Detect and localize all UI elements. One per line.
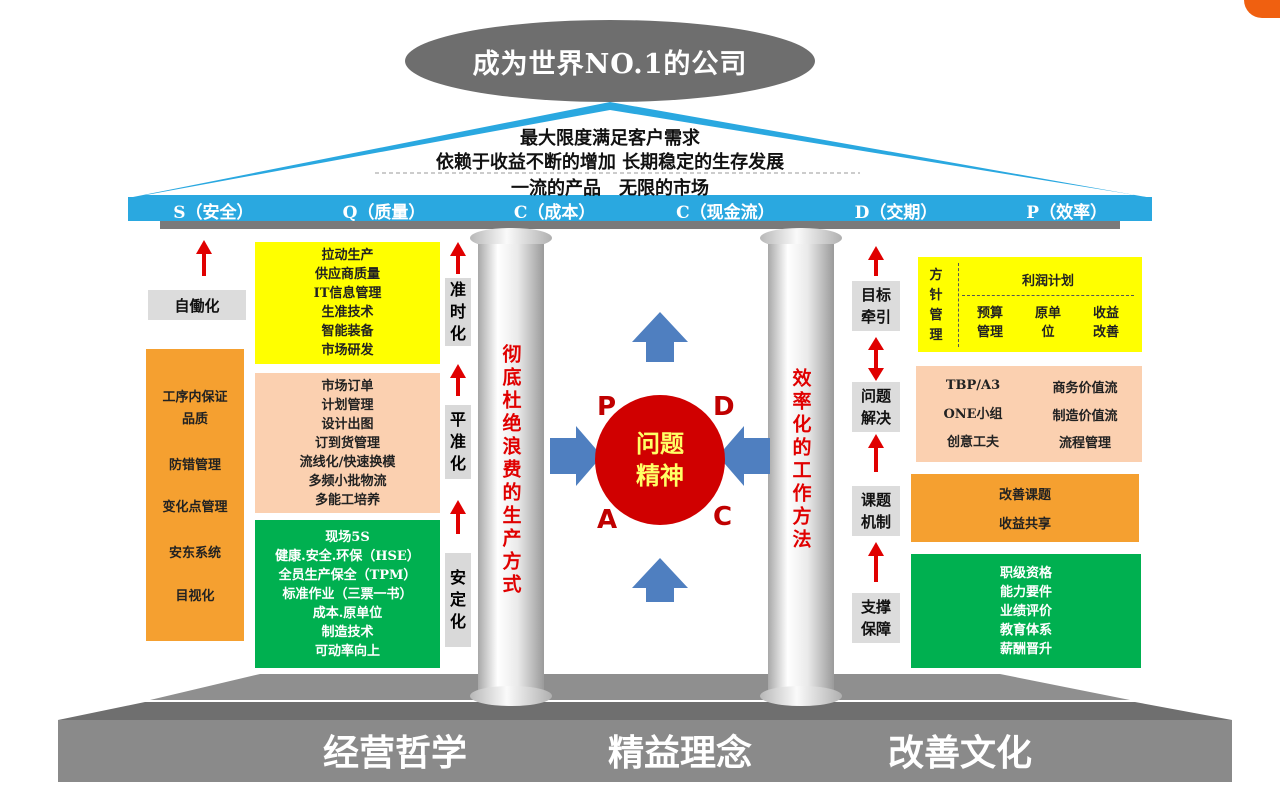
level-item-6: 多能工培养 bbox=[314, 492, 380, 508]
left-item-3: 安东系统 bbox=[168, 546, 221, 561]
level-item-5: 多频小批物流 bbox=[308, 473, 387, 489]
top-goal-text: 成为世界NO.1的公司 bbox=[472, 48, 748, 80]
level-item-2: 设计出图 bbox=[321, 416, 374, 432]
roof-line-2: 依赖于收益不断的增加 长期稳定的生存发展 bbox=[435, 152, 785, 173]
circle-line-1: 问题 bbox=[636, 429, 684, 458]
stab-item-6: 可动率向上 bbox=[314, 643, 380, 659]
pillar-label-quality: Q（质量） bbox=[342, 202, 426, 223]
pillar-bar-labels: S（安全） Q（质量） C（成本） C（现金流） D（交期） P（效率） bbox=[128, 198, 1152, 223]
label-goal-traction: 目标牵引 bbox=[852, 281, 900, 331]
right-pillar-text: 效率化的工作方法 bbox=[789, 368, 812, 552]
profit-share: 收益共享 bbox=[998, 517, 1051, 532]
roof bbox=[128, 102, 1152, 229]
pillar-label-delivery: D（交期） bbox=[854, 202, 938, 223]
level-item-4: 流线化/快速换模 bbox=[299, 454, 396, 470]
level-item-1: 计划管理 bbox=[321, 397, 374, 413]
foundation-philosophy: 经营哲学 bbox=[322, 732, 467, 774]
support-item-3: 教育体系 bbox=[999, 622, 1052, 638]
arrow-left-right bbox=[718, 426, 770, 486]
jit-item-5: 市场研发 bbox=[321, 343, 374, 358]
pdca-p: P bbox=[597, 392, 617, 422]
pdca-d: D bbox=[713, 392, 735, 422]
support-item-1: 能力要件 bbox=[999, 584, 1052, 600]
pillar-label-safety: S（安全） bbox=[173, 202, 254, 223]
level-item-3: 订到货管理 bbox=[314, 435, 380, 451]
roof-line-3: 一流的产品 无限的市场 bbox=[511, 178, 709, 199]
label-problem-solving: 问题解决 bbox=[852, 382, 900, 432]
stab-item-3: 标准作业（三票一书） bbox=[282, 586, 413, 602]
support-green-box: 职级资格 能力要件 业绩评价 教育体系 薪酬晋升 bbox=[911, 554, 1141, 668]
profit-plan: 利润计划 bbox=[1021, 273, 1074, 289]
mfg-value-stream: 制造价值流 bbox=[1052, 408, 1118, 424]
improve-topic: 改善课题 bbox=[998, 488, 1051, 503]
budget-mgmt: 预算管理 bbox=[976, 306, 1003, 340]
label-leveling: 平准化 bbox=[445, 405, 471, 479]
label-jit: 准时化 bbox=[445, 278, 471, 346]
problem-peach-box: TBP/A3 ONE小组 创意工夫 商务价值流 制造价值流 流程管理 bbox=[916, 366, 1142, 462]
left-pillar-text: 彻底杜绝浪费的生产方式 bbox=[499, 343, 522, 597]
left-item-0: 工序内保证品质 bbox=[162, 389, 228, 427]
roof-line-1: 最大限度满足客户需求 bbox=[520, 128, 700, 149]
left-pillar bbox=[470, 228, 552, 706]
pillar-label-cost: C（成本） bbox=[513, 202, 596, 223]
foundation bbox=[58, 674, 1232, 782]
left-orange-box: 工序内保证品质 防错管理 变化点管理 安东系统 目视化 bbox=[146, 349, 244, 641]
foundation-lean: 精益理念 bbox=[607, 732, 752, 774]
tbp-a3: TBP/A3 bbox=[945, 377, 1001, 393]
policy-vertical-label: 方针管理 bbox=[929, 268, 943, 343]
process-mgmt: 流程管理 bbox=[1058, 436, 1111, 452]
arrow-up-bottom bbox=[632, 558, 688, 602]
corner-decoration bbox=[1244, 0, 1280, 18]
jit-item-0: 拉动生产 bbox=[321, 248, 374, 263]
jit-item-3: 生准技术 bbox=[321, 305, 374, 320]
top-goal-oval: 成为世界NO.1的公司 bbox=[405, 20, 815, 102]
pdca-arrows bbox=[550, 312, 770, 602]
arrow-up-top bbox=[632, 312, 688, 362]
stab-item-0: 现场5S bbox=[325, 529, 370, 545]
right-pillar bbox=[760, 228, 842, 706]
support-item-0: 职级资格 bbox=[999, 565, 1052, 581]
unit-basis: 原单位 bbox=[1034, 306, 1061, 340]
pdca-c: C bbox=[713, 502, 733, 532]
label-stability: 安定化 bbox=[445, 553, 471, 647]
circle-line-2: 精神 bbox=[636, 461, 684, 490]
stab-item-2: 全员生产保全（TPM） bbox=[278, 567, 417, 583]
stab-item-5: 制造技术 bbox=[321, 624, 374, 640]
pdca-a: A bbox=[597, 505, 618, 535]
arrow-right-left bbox=[550, 426, 602, 486]
jit-yellow-box: 拉动生产 供应商质量 IT信息管理 生准技术 智能装备 市场研发 bbox=[255, 242, 440, 364]
topic-orange-box: 改善课题 收益共享 bbox=[911, 474, 1139, 542]
leveling-peach-box: 市场订单 计划管理 设计出图 订到货管理 流线化/快速换模 多频小批物流 多能工… bbox=[255, 373, 440, 513]
level-item-0: 市场订单 bbox=[321, 378, 374, 394]
jit-item-4: 智能装备 bbox=[321, 324, 374, 339]
stab-item-4: 成本.原单位 bbox=[312, 605, 383, 621]
problem-spirit-circle: 问题 精神 bbox=[595, 395, 725, 525]
pillar-label-cash: C（现金流） bbox=[676, 202, 775, 223]
label-topic-mechanism: 课题机制 bbox=[852, 486, 900, 536]
support-item-2: 业绩评价 bbox=[999, 603, 1052, 619]
left-item-4: 目视化 bbox=[175, 588, 215, 604]
jit-item-2: IT信息管理 bbox=[313, 286, 382, 301]
business-value-stream: 商务价值流 bbox=[1052, 380, 1118, 396]
pillar-label-efficiency: P（效率） bbox=[1026, 202, 1108, 223]
label-support: 支撑保障 bbox=[852, 593, 900, 643]
left-item-1: 防错管理 bbox=[168, 458, 221, 473]
jit-item-1: 供应商质量 bbox=[314, 267, 380, 282]
left-label-jidoka: 自働化 bbox=[148, 290, 246, 320]
profit-improve: 收益改善 bbox=[1092, 306, 1119, 340]
left-item-2: 变化点管理 bbox=[162, 499, 228, 515]
support-item-4: 薪酬晋升 bbox=[999, 641, 1052, 657]
stability-green-box: 现场5S 健康.安全.环保（HSE） 全员生产保全（TPM） 标准作业（三票一书… bbox=[255, 520, 440, 668]
policy-yellow-box: 方针管理 利润计划 预算管理 原单位 收益改善 bbox=[918, 257, 1142, 352]
stab-item-1: 健康.安全.环保（HSE） bbox=[275, 548, 420, 564]
one-team: ONE小组 bbox=[943, 406, 1003, 422]
creative-effort: 创意工夫 bbox=[946, 435, 999, 451]
foundation-culture: 改善文化 bbox=[887, 732, 1032, 774]
